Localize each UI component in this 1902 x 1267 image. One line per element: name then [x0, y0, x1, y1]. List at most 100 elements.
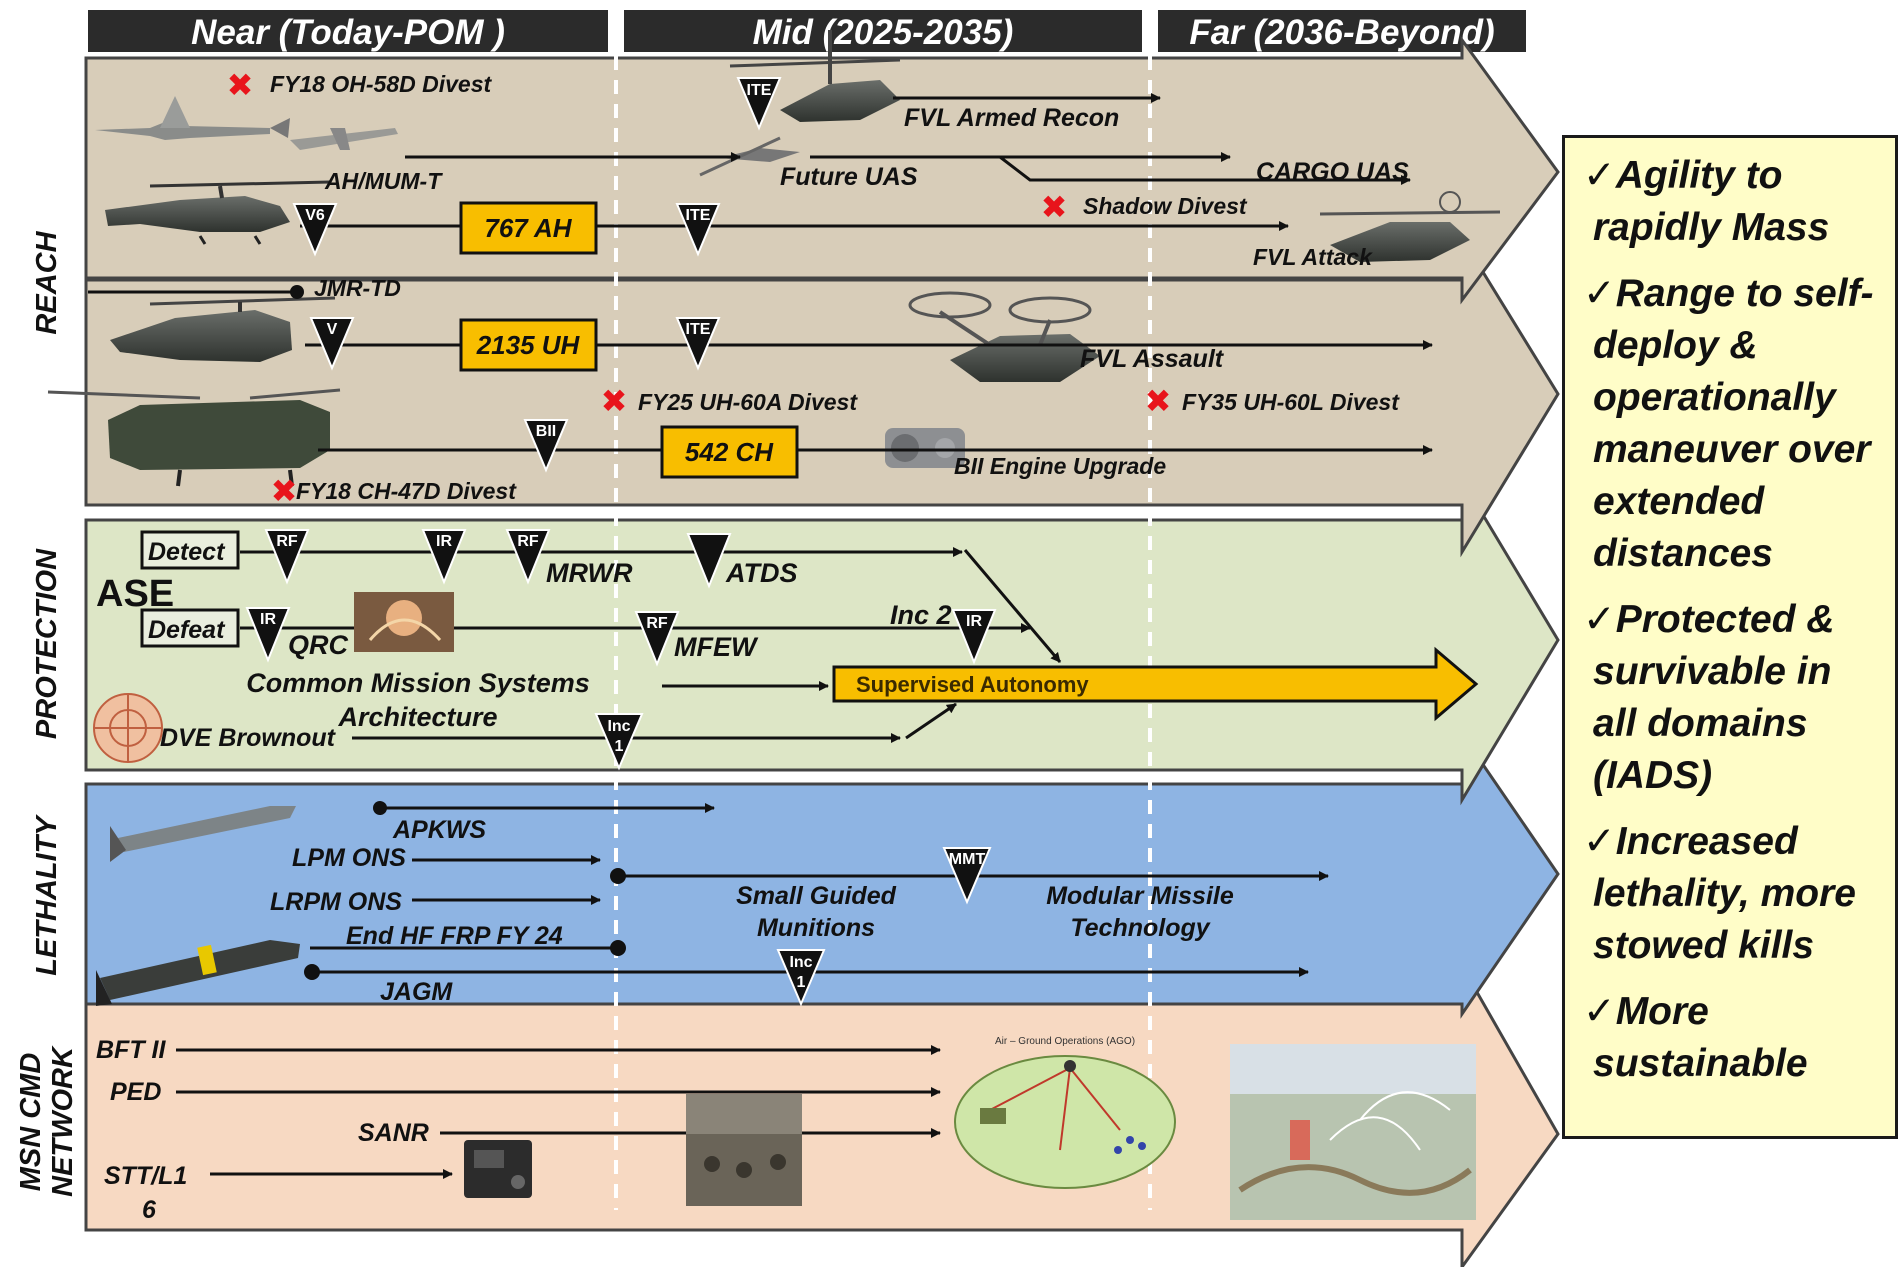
label-stt-line1: STT/L1: [104, 1162, 187, 1190]
black-hawk-helicopter-image: [110, 296, 336, 362]
label-dve-brownout: DVE Brownout: [160, 724, 337, 752]
goal-line: extended: [1593, 480, 1765, 523]
lane-lethality: LETHALITY: [31, 814, 63, 976]
header-near-bar: [88, 10, 608, 52]
arrow-dve-converge: [905, 702, 957, 740]
label-fy18-ch47d-divest: FY18 CH-47D Divest: [296, 478, 517, 504]
label-sanr: SANR: [358, 1119, 429, 1147]
label-stt-line2: 6: [142, 1196, 157, 1224]
goal-line: Agility to: [1615, 154, 1783, 197]
apkws-rocket-image: [110, 806, 296, 862]
milestone-rf-mfew: RF: [634, 611, 680, 667]
label-lpm-ons: LPM ONS: [292, 844, 406, 872]
header-near: Near (Today-POM ): [191, 13, 505, 52]
svg-text:V6: V6: [305, 207, 325, 224]
battlefield-illustration-image: [1230, 1044, 1476, 1220]
svg-text:Supervised Autonomy: Supervised Autonomy: [856, 672, 1089, 697]
goal-line: maneuver over: [1593, 428, 1871, 471]
label-cargo-uas: CARGO UAS: [1256, 158, 1409, 186]
label-bii-engine-upgrade: BII Engine Upgrade: [954, 453, 1166, 479]
svg-text:Air – Ground Operations (AGO): Air – Ground Operations (AGO): [995, 1036, 1135, 1047]
label-apkws: APKWS: [392, 816, 486, 844]
dot-end-hf-frp: [610, 940, 626, 956]
milestone-box-2135-uh: 2135 UH: [459, 318, 598, 372]
dot-jagm: [304, 964, 320, 980]
lane-protection: PROTECTION: [31, 548, 63, 739]
header-mid: Mid (2025-2035): [753, 13, 1014, 52]
dot-apkws: [373, 801, 387, 815]
label-fvl-attack: FVL Attack: [1253, 244, 1373, 270]
goal-line: all domains: [1593, 702, 1808, 745]
svg-text:ITE: ITE: [747, 82, 772, 99]
lane-network-line2: NETWORK: [47, 1045, 79, 1197]
label-lrpm-ons: LRPM ONS: [270, 888, 402, 916]
milestone-atds: [686, 533, 732, 589]
label-mmt-line2: Technology: [1070, 914, 1210, 942]
dve-brownout-sensor-image: [93, 693, 163, 763]
svg-text:Inc: Inc: [607, 718, 630, 735]
divest-icon-uh60l: ✖: [1145, 382, 1172, 420]
milestone-bii: BII: [523, 419, 569, 473]
goal-line: rapidly Mass: [1593, 206, 1830, 249]
check-icon: ✓: [1583, 598, 1616, 641]
qrc-thumbnail-image: [354, 592, 454, 652]
goal-line: stowed kills: [1593, 924, 1815, 967]
label-fvl-armed-recon: FVL Armed Recon: [904, 104, 1119, 132]
hellfire-missile-image: [96, 940, 300, 1006]
dot-jmr-td: [290, 285, 304, 299]
divest-icon-oh58d: ✖: [227, 66, 254, 104]
check-icon: ✓: [1583, 272, 1616, 315]
label-detect: Detect: [148, 538, 226, 566]
milestone-box-542-ch: 542 CH: [660, 425, 799, 479]
detect-box: [140, 530, 240, 570]
svg-text:IR: IR: [436, 533, 452, 550]
svg-text:ITE: ITE: [686, 207, 711, 224]
air-ground-operations-diagram-image: Air – Ground Operations (AGO): [954, 1036, 1176, 1189]
soldiers-photo-image: [686, 1094, 802, 1206]
label-future-uas: Future UAS: [780, 163, 918, 191]
milestone-ite-ah: ITE: [675, 203, 721, 257]
label-cmsa-line1: Common Mission Systems: [246, 668, 590, 698]
gray-eagle-uas-image: [95, 96, 290, 140]
defeat-box: [140, 608, 240, 648]
milestone-ir-inc2: IR: [951, 609, 997, 665]
label-cmsa-line2: Architecture: [337, 702, 497, 732]
label-ase: ASE: [96, 573, 174, 615]
svg-text:RF: RF: [646, 615, 668, 632]
svg-text:ITE: ITE: [686, 321, 711, 338]
bii-engine-image: [885, 428, 965, 468]
header-mid-bar: [624, 10, 1142, 52]
svg-text:Inc: Inc: [789, 954, 812, 971]
svg-text:V: V: [327, 321, 338, 338]
goal-line: operationally: [1593, 376, 1836, 419]
label-ah-mum-t: AH/MUM-T: [324, 168, 443, 194]
label-atds: ATDS: [725, 558, 798, 588]
milestone-ir-defeat: IR: [245, 607, 291, 663]
label-sgm-line2: Munitions: [757, 914, 875, 942]
dot-sgm-start: [610, 868, 626, 884]
milestone-inc1-dve: Inc 1: [594, 713, 644, 771]
divest-icon-uh60a: ✖: [601, 382, 628, 420]
goal-line: survivable in: [1593, 650, 1832, 693]
label-fvl-assault: FVL Assault: [1080, 345, 1225, 373]
arrow-detect-converge: [963, 549, 1062, 663]
svg-text:MMT: MMT: [949, 851, 986, 868]
check-icon: ✓: [1583, 990, 1616, 1033]
apache-helicopter-image: [105, 180, 331, 245]
stt-radio-image: [464, 1140, 532, 1198]
header-far: Far (2036-Beyond): [1189, 13, 1494, 52]
label-mrwr: MRWR: [546, 558, 633, 588]
svg-text:RF: RF: [517, 533, 539, 550]
goal-item: ✓Range to self-deploy & operationally mane…: [1583, 268, 1887, 580]
chinook-helicopter-image: [47, 388, 341, 487]
label-shadow-divest: Shadow Divest: [1083, 193, 1248, 219]
goal-line: deploy &: [1593, 324, 1758, 367]
label-fy25-uh60a-divest: FY25 UH-60A Divest: [638, 389, 858, 415]
fvl-attack-helicopter-image: [1319, 191, 1501, 262]
divest-icon-shadow: ✖: [1041, 188, 1068, 226]
goal-line: Range to self-: [1615, 272, 1874, 315]
